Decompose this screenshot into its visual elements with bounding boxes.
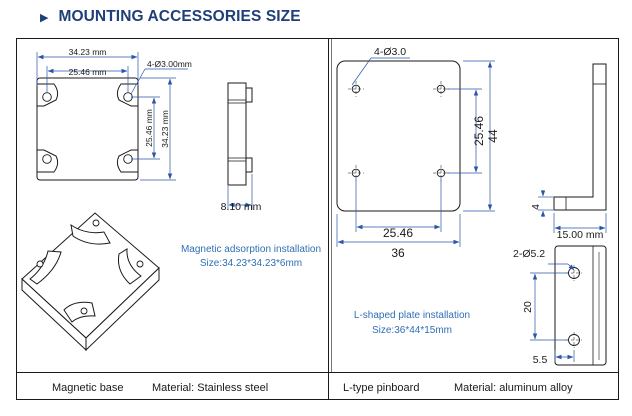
base-caption-title: Magnetic adsorption installation bbox=[181, 244, 321, 255]
section-title: MOUNTING ACCESSORIES SIZE bbox=[58, 8, 301, 25]
plate-caption-title: L-shaped plate installation bbox=[354, 310, 470, 321]
plate-hole-label: 4-Ø3.0 bbox=[374, 46, 406, 58]
plate-slot-label: 2-Ø5.2 bbox=[513, 248, 545, 260]
magnetic-base-top-view: 34.23 mm 25.46 mm 4-Ø3.00mm 25.46 mm 34.… bbox=[36, 47, 192, 181]
plate-height-label: 44 bbox=[486, 129, 500, 143]
plate-slot-offset-label: 5.5 bbox=[533, 354, 548, 366]
footer-right-material: Material: aluminum alloy bbox=[454, 382, 573, 394]
footer-left-material: Material: Stainless steel bbox=[152, 382, 268, 394]
plate-hole-spacing-height-label: 25.46 bbox=[472, 116, 486, 146]
plate-side-depth-label: 15.00 mm bbox=[557, 229, 604, 241]
triangle-bullet-icon: ▶ bbox=[40, 11, 49, 24]
base-hole-spacing-width-label: 25.46 mm bbox=[69, 67, 107, 77]
plate-caption-size: Size:36*44*15mm bbox=[372, 325, 452, 336]
section-header: ▶ MOUNTING ACCESSORIES SIZE bbox=[40, 7, 301, 27]
plate-slot-spacing-label: 20 bbox=[522, 301, 534, 313]
l-plate-side-view: 4 15.00 mm bbox=[530, 63, 607, 241]
base-thickness-label: 8.10 mm bbox=[221, 201, 262, 213]
base-hole-label: 4-Ø3.00mm bbox=[147, 59, 192, 69]
l-plate-front-view: 4-Ø3.0 25.46 44 25.46 36 bbox=[336, 46, 500, 260]
plate-side-thickness-label: 4 bbox=[530, 204, 542, 210]
table-frame bbox=[16, 38, 619, 400]
footer-right-name: L-type pinboard bbox=[343, 382, 419, 394]
footer-left-name: Magnetic base bbox=[52, 382, 124, 394]
l-plate-bottom-view: 2-Ø5.2 20 5.5 bbox=[513, 245, 607, 366]
plate-width-label: 36 bbox=[391, 246, 405, 260]
magnetic-base-isometric bbox=[21, 212, 160, 352]
base-caption-size: Size:34.23*34.23*6mm bbox=[200, 258, 302, 269]
plate-hole-spacing-width-label: 25.46 bbox=[383, 226, 413, 240]
base-outer-height-label: 34.23 mm bbox=[160, 110, 170, 148]
magnetic-base-side-view: 8.10 mm bbox=[221, 82, 262, 213]
base-hole-spacing-height-label: 25.46 mm bbox=[144, 109, 154, 147]
base-outer-width-label: 34.23 mm bbox=[69, 47, 107, 57]
